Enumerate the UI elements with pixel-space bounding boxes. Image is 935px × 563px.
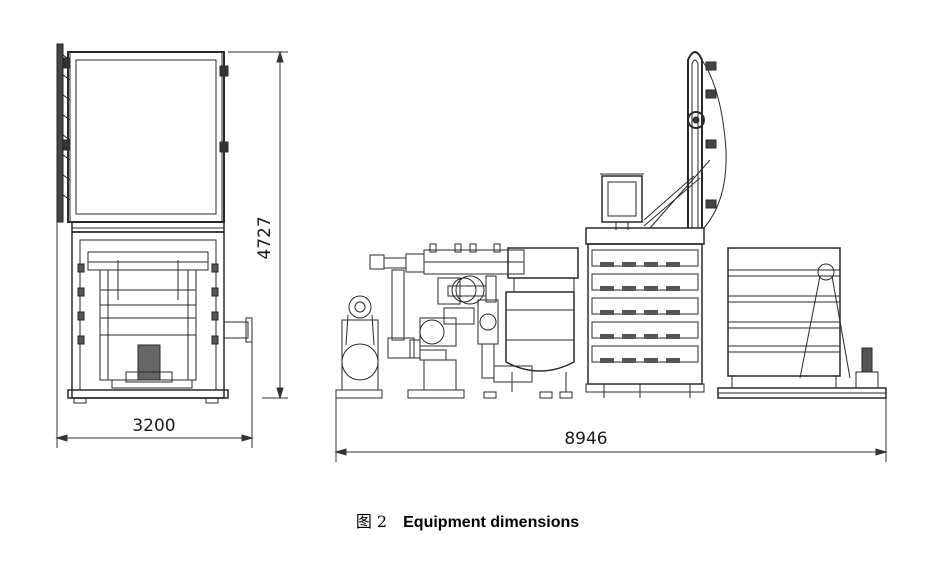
figure-label: 图 2 xyxy=(355,512,388,531)
front-view xyxy=(57,44,252,403)
dim-width-left-label: 3200 xyxy=(132,416,175,436)
figure-caption: 图 2 Equipment dimensions xyxy=(0,508,935,532)
dim-height-label: 4727 xyxy=(255,216,275,259)
dim-length-label: 8946 xyxy=(564,429,607,449)
width-dimension-left xyxy=(57,222,252,448)
height-dimension xyxy=(228,52,288,398)
basket-rows xyxy=(592,250,698,363)
side-view xyxy=(336,52,886,398)
length-dimension xyxy=(336,398,886,462)
figure-title: Equipment dimensions xyxy=(403,514,580,531)
